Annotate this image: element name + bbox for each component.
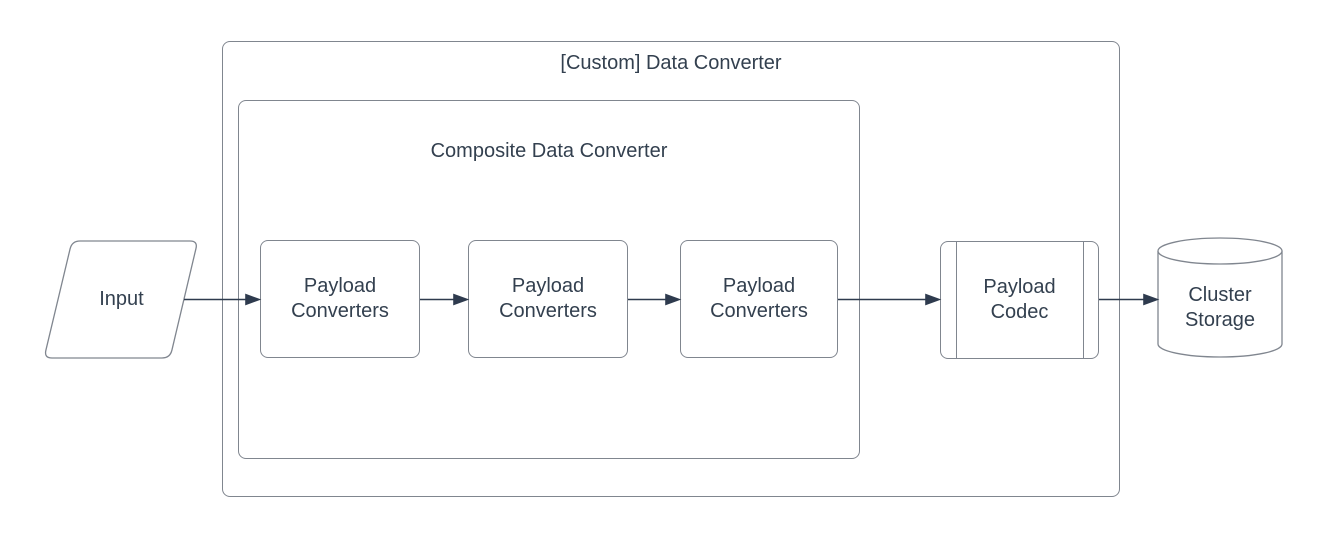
arrow-converter3-to-codec — [838, 293, 942, 306]
cluster-storage-label: Cluster Storage — [1184, 283, 1256, 331]
arrow-codec-to-storage — [1099, 293, 1160, 306]
custom-data-converter-title: [Custom] Data Converter — [560, 52, 782, 74]
payload-codec-node: Payload Codec — [940, 241, 1099, 359]
input-label: Input — [99, 287, 144, 310]
composite-data-converter-title: Composite Data Converter — [430, 140, 668, 162]
flow-arrows — [184, 293, 1160, 306]
payload-converters-node-1: Payload Converters — [260, 240, 420, 358]
cluster-storage-cylinder-top — [1157, 237, 1283, 265]
arrow-converter2-to-converter3 — [628, 293, 682, 306]
payload-converters-node-2: Payload Converters — [468, 240, 628, 358]
composite-data-converter-container: Composite Data Converter — [238, 100, 860, 459]
arrow-converter1-to-converter2 — [420, 293, 470, 306]
payload-codec-label: Payload Codec — [983, 276, 1056, 323]
payload-converters-node-3: Payload Converters — [680, 240, 838, 358]
input-parallelogram-shape — [44, 240, 197, 359]
codec-right-bar — [1083, 242, 1084, 358]
cluster-storage-cylinder-body — [1157, 251, 1283, 358]
custom-data-converter-container: [Custom] Data Converter — [222, 41, 1120, 497]
codec-left-bar — [956, 242, 957, 358]
arrow-input-to-converter1 — [184, 293, 262, 306]
